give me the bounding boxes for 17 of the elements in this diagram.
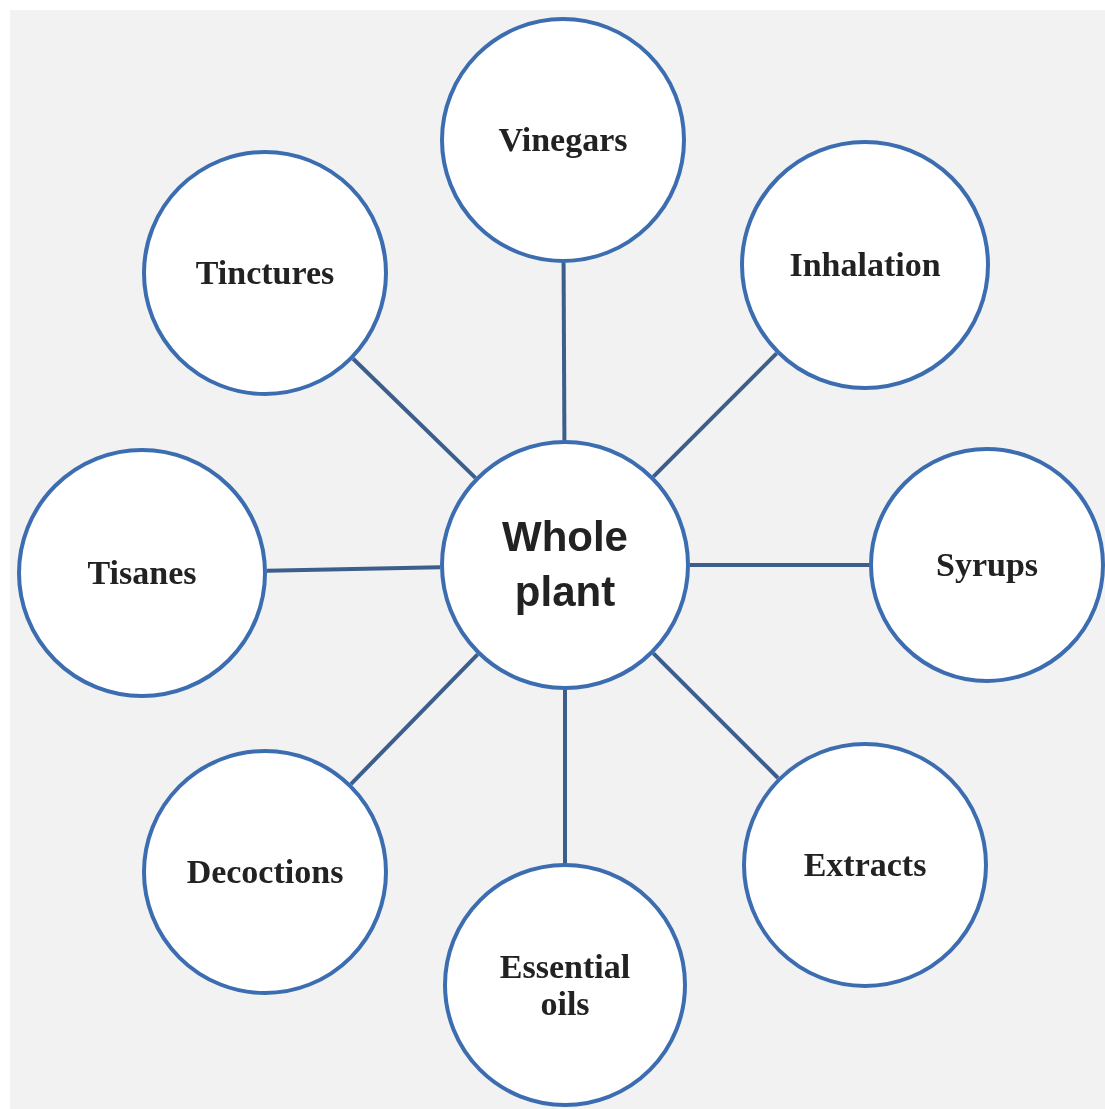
connector-line bbox=[351, 357, 477, 480]
node-label: Whole plant bbox=[501, 512, 629, 617]
node-label: Tinctures bbox=[195, 254, 335, 292]
node-label: Syrups bbox=[935, 546, 1039, 584]
connector-line bbox=[651, 651, 780, 780]
node-label: Vinegars bbox=[498, 121, 628, 159]
node-label: Decoctions bbox=[186, 853, 344, 891]
connector-line bbox=[561, 263, 567, 440]
connector-line bbox=[349, 653, 480, 786]
connector-line bbox=[651, 351, 779, 479]
node-label: Extracts bbox=[803, 846, 927, 884]
connector-line bbox=[266, 565, 441, 573]
node-label: Essential oils bbox=[498, 947, 632, 1023]
connector-line bbox=[690, 563, 869, 567]
connector-line bbox=[563, 690, 567, 863]
node-label: Inhalation bbox=[789, 246, 941, 284]
node-label: Tisanes bbox=[87, 554, 197, 592]
